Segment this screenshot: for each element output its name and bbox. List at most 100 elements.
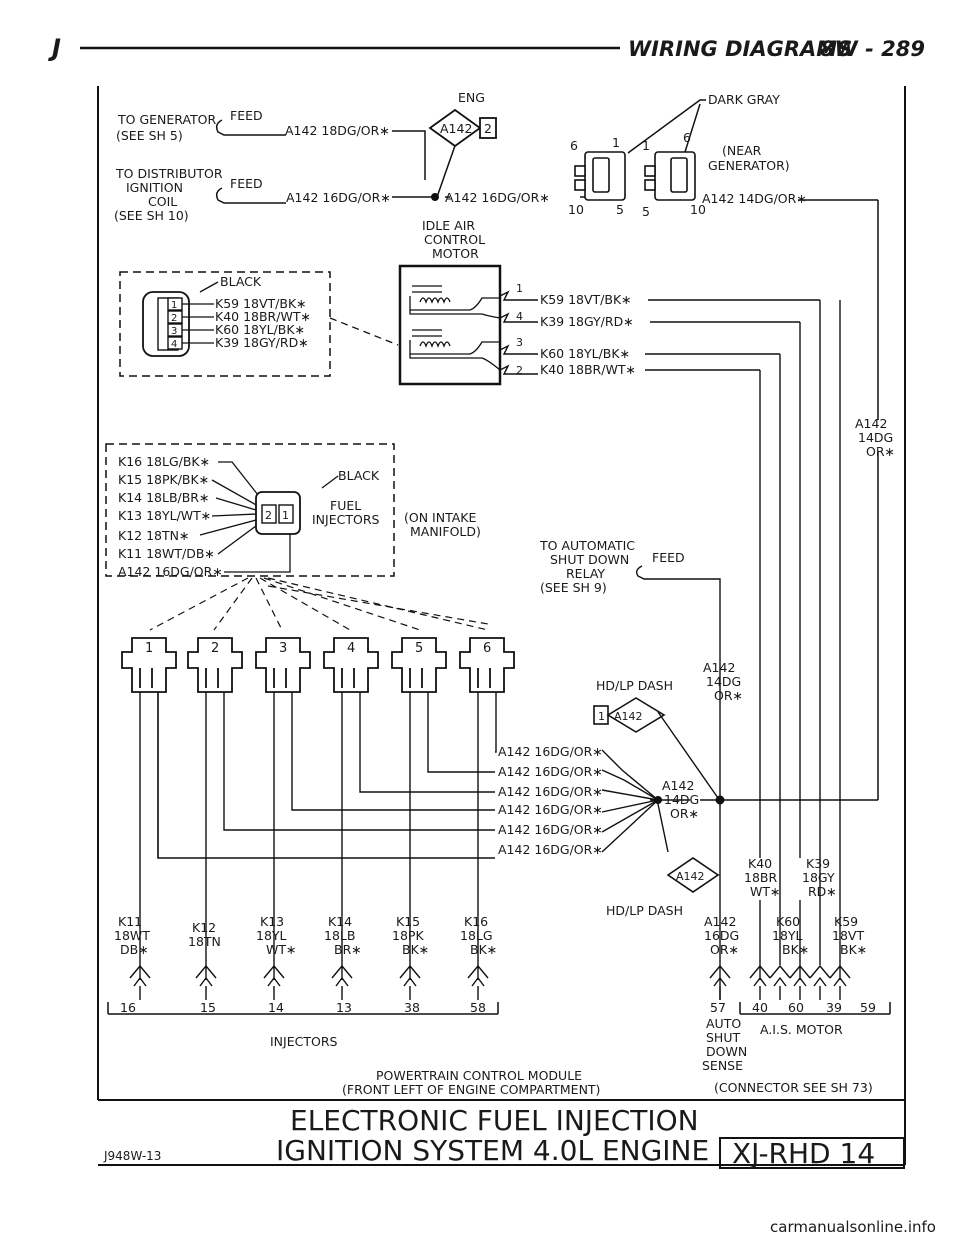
splice-a142: A142 bbox=[662, 778, 694, 793]
ignition-label: IGNITION bbox=[126, 180, 183, 195]
hdlp-conn-label: A142 bbox=[614, 710, 643, 723]
pin-6-right: 6 bbox=[683, 130, 691, 145]
asd-line-2: SHUT DOWN bbox=[550, 552, 629, 567]
pcm-connector-label: (CONNECTOR SEE SH 73) bbox=[714, 1080, 873, 1095]
k14-line-2: 18LB bbox=[324, 928, 355, 943]
k15-line-3: BK∗ bbox=[402, 942, 429, 957]
feed-wire-3: A142 16DG/OR∗ bbox=[498, 784, 603, 799]
k13-line-2: 18YL bbox=[256, 928, 287, 943]
header-page: 8W - 289 bbox=[820, 37, 925, 61]
right-or: OR∗ bbox=[866, 444, 895, 459]
injector-connector-5 bbox=[391, 637, 447, 693]
feed-generator-label: FEED bbox=[230, 108, 263, 123]
a142-line-1: A142 bbox=[704, 914, 736, 929]
k11-line-1: K11 bbox=[118, 914, 142, 929]
coil-label: COIL bbox=[148, 194, 177, 209]
pcm-module-label: POWERTRAIN CONTROL MODULE bbox=[376, 1068, 582, 1083]
k39-rd: RD∗ bbox=[808, 884, 837, 899]
iac-title-3: MOTOR bbox=[432, 246, 479, 261]
injector-connector: 2 1 bbox=[255, 491, 301, 535]
asd-line-3: RELAY bbox=[566, 566, 605, 581]
iac-motor-box bbox=[398, 264, 502, 386]
page-header: J WIRING DIAGRAMS 8W - 289 bbox=[48, 34, 925, 62]
pcm-pin-14: 14 bbox=[268, 1000, 284, 1015]
k13-line-1: K13 bbox=[260, 914, 284, 929]
hdlp-lower-a142: A142 bbox=[676, 870, 705, 883]
iac-motor-pin-4: 4 bbox=[516, 310, 523, 323]
injectors-label: INJECTORS bbox=[312, 512, 380, 527]
hdlp-or: OR∗ bbox=[714, 688, 743, 703]
iac-wire-k60: K60 18YL/BK∗ bbox=[540, 346, 630, 361]
pcm-auto-1: AUTO bbox=[706, 1016, 741, 1031]
injector-num-4: 4 bbox=[347, 641, 355, 656]
feed-wire-4: A142 16DG/OR∗ bbox=[498, 802, 603, 817]
k60-line-2: 18YL bbox=[772, 928, 803, 943]
k40-18br: 18BR bbox=[744, 870, 777, 885]
to-generator-label: TO GENERATOR bbox=[117, 112, 217, 127]
iac-connector-outline bbox=[119, 271, 331, 377]
header-letter: J bbox=[48, 34, 61, 62]
iac-motor-pin-3: 3 bbox=[516, 336, 523, 349]
hdlp-connector-1-a142: 1 A142 bbox=[593, 697, 666, 733]
injector-num-3: 3 bbox=[279, 641, 287, 656]
injector-connector-2 bbox=[187, 637, 243, 693]
splice-or: OR∗ bbox=[670, 806, 699, 821]
feed-wire-2: A142 16DG/OR∗ bbox=[498, 764, 603, 779]
feed-wire-5: A142 16DG/OR∗ bbox=[498, 822, 603, 837]
iac-pin-1: 1 bbox=[171, 300, 177, 311]
injector-pin-2: 2 bbox=[265, 509, 272, 522]
injector-connector-1 bbox=[121, 637, 177, 693]
wire-a142-14dg: A142 14DG/OR∗ bbox=[702, 191, 807, 206]
k14-line-3: BR∗ bbox=[334, 942, 362, 957]
k14-line-1: K14 bbox=[328, 914, 352, 929]
iac-conn-k59: K59 18VT/BK∗ bbox=[215, 296, 307, 311]
k39-label: K39 bbox=[806, 856, 830, 871]
iac-pin-2: 2 bbox=[171, 313, 177, 324]
k11-line-2: 18WT bbox=[114, 928, 150, 943]
asd-line-4: (SEE SH 9) bbox=[540, 580, 607, 595]
k16-line-2: 18LG bbox=[460, 928, 493, 943]
pcm-location-label: (FRONT LEFT OF ENGINE COMPARTMENT) bbox=[342, 1082, 600, 1097]
iac-section: IDLE AIR CONTROL MOTOR BLACK 1 2 3 4 K59… bbox=[119, 218, 821, 965]
pcm-pin-16: 16 bbox=[120, 1000, 136, 1015]
to-distributor-label: TO DISTRIBUTOR bbox=[115, 166, 223, 181]
legend-k11: K11 18WT/DB∗ bbox=[118, 546, 215, 561]
injector-num-5: 5 bbox=[415, 641, 423, 656]
hdlp-14dg: 14DG bbox=[706, 674, 741, 689]
dark-gray-label: DARK GRAY bbox=[708, 92, 780, 107]
asd-hdlp-section: TO AUTOMATIC SHUT DOWN RELAY (SEE SH 9) … bbox=[539, 300, 878, 1000]
pcm-pin-38: 38 bbox=[404, 1000, 420, 1015]
right-a142-label: A142 14DG OR∗ bbox=[855, 416, 895, 459]
splice-14dg: 14DG bbox=[664, 792, 699, 807]
manifold-label-1: (ON INTAKE bbox=[404, 510, 476, 525]
iac-title-1: IDLE AIR bbox=[422, 218, 475, 233]
k59-line-2: 18VT bbox=[832, 928, 864, 943]
iac-conn-k40: K40 18BR/WT∗ bbox=[215, 309, 311, 324]
footer: ELECTRONIC FUEL INJECTION IGNITION SYSTE… bbox=[103, 1104, 936, 1236]
wire-a142-16dg-top: A142 16DG/OR∗ bbox=[286, 190, 391, 205]
pcm-auto-3: DOWN bbox=[706, 1044, 747, 1059]
fuel-label: FUEL bbox=[330, 498, 361, 513]
pin-5-right: 5 bbox=[642, 204, 650, 219]
generator-connector-right bbox=[644, 151, 696, 201]
k12-line-2: 18TN bbox=[188, 934, 221, 949]
iac-title-2: CONTROL bbox=[424, 232, 485, 247]
splice-dot-top bbox=[431, 193, 439, 201]
k60-line-3: BK∗ bbox=[782, 942, 809, 957]
feed-distributor-label: FEED bbox=[230, 176, 263, 191]
injector-black-label: BLACK bbox=[338, 468, 380, 483]
pcm-pin-58: 58 bbox=[470, 1000, 486, 1015]
footer-title-1: ELECTRONIC FUEL INJECTION bbox=[290, 1104, 699, 1137]
right-14dg: 14DG bbox=[858, 430, 893, 445]
k11-line-3: DB∗ bbox=[120, 942, 149, 957]
k39-18gy: 18GY bbox=[802, 870, 835, 885]
pcm-section: 16 15 14 13 38 58 57 40 60 39 59 INJECTO… bbox=[107, 1000, 891, 1097]
pcm-pin-60: 60 bbox=[788, 1000, 804, 1015]
injector-num-2: 2 bbox=[211, 641, 219, 656]
pcm-pin-57: 57 bbox=[710, 1000, 726, 1015]
iac-motor-pin-1: 1 bbox=[516, 282, 523, 295]
k15-line-1: K15 bbox=[396, 914, 420, 929]
pin-5-left: 5 bbox=[616, 202, 624, 217]
legend-k16: K16 18LG/BK∗ bbox=[118, 454, 210, 469]
pcm-injectors-label: INJECTORS bbox=[270, 1034, 338, 1049]
